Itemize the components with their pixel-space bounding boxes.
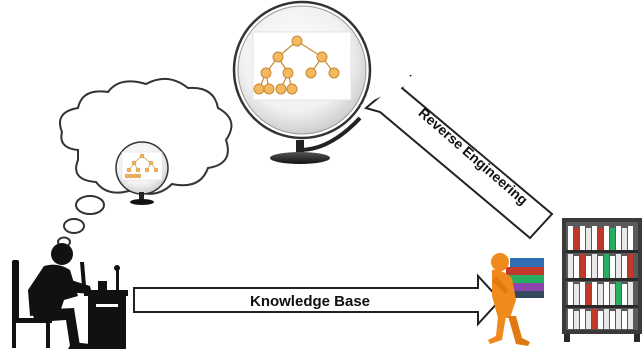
small-globe-icon: [115, 141, 169, 205]
bookshelf-books: [568, 226, 633, 329]
knowledge-base-arrow: [133, 273, 502, 327]
tree-globe-icon: [232, 0, 372, 164]
thought-cloud-icon: [57, 77, 233, 248]
person-at-desk-icon: [12, 243, 128, 349]
bookshelf-icon: [562, 218, 642, 342]
tree-nodes: [253, 35, 340, 95]
knowledge-base-label: Knowledge Base: [250, 293, 370, 310]
book-carrier-icon: [488, 253, 544, 346]
reverse-engineering-arrow: [360, 70, 554, 240]
